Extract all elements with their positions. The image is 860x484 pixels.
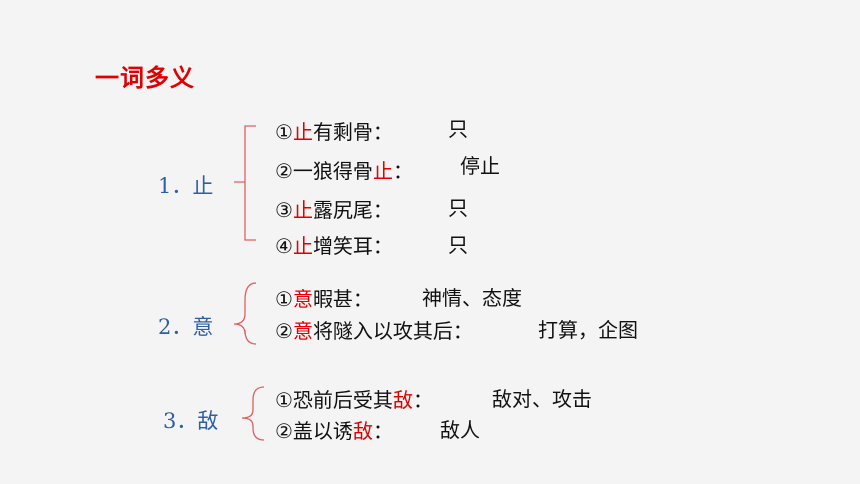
group-1-item-4: ④止增笑耳： xyxy=(275,230,393,259)
item-rest: 有剩骨： xyxy=(312,120,393,144)
group-3-meaning-1: 敌对、攻击 xyxy=(492,387,592,411)
item-rest: 增笑耳： xyxy=(312,234,393,258)
item-keyword: 止 xyxy=(292,120,313,144)
group-1-meaning-3: 只 xyxy=(448,196,468,220)
item-keyword: 意 xyxy=(292,287,313,311)
item-keyword: 止 xyxy=(372,159,393,183)
group-2-item-1: ①意暇甚： xyxy=(275,283,373,312)
item-rest: ： xyxy=(372,419,393,443)
item-keyword: 敌 xyxy=(392,388,413,412)
brace-group-1 xyxy=(234,125,256,241)
group-1-meaning-4: 只 xyxy=(448,233,468,257)
item-prefix: ④ xyxy=(275,234,293,258)
group-1-item-3: ③止露尻尾： xyxy=(275,194,393,223)
item-rest: 露尻尾： xyxy=(312,198,393,222)
group-1-item-2: ②一狼得骨止： xyxy=(275,155,413,184)
group-1-item-1: ①止有剩骨： xyxy=(275,116,393,145)
item-rest: 将隧入以攻其后： xyxy=(312,319,473,343)
item-prefix: ①恐前后受其 xyxy=(275,388,393,412)
item-prefix: ① xyxy=(275,287,293,311)
item-keyword: 意 xyxy=(292,319,313,343)
group-1-number: 1．止 xyxy=(158,174,214,198)
page-title: 一词多义 xyxy=(95,64,195,92)
item-prefix: ②盖以诱 xyxy=(275,419,353,443)
group-3-item-1: ①恐前后受其敌： xyxy=(275,384,433,413)
group-1-meaning-2: 停止 xyxy=(460,154,500,178)
item-prefix: ② xyxy=(275,319,293,343)
group-2-meaning-2: 打算，企图 xyxy=(538,318,638,342)
item-prefix: ③ xyxy=(275,198,293,222)
item-rest: 暇甚： xyxy=(312,287,373,311)
item-keyword: 止 xyxy=(292,234,313,258)
group-2-meaning-1: 神情、态度 xyxy=(422,286,522,310)
item-prefix: ① xyxy=(275,120,293,144)
brace-group-3 xyxy=(241,386,265,441)
item-prefix: ②一狼得骨 xyxy=(275,159,373,183)
item-rest: ： xyxy=(412,388,433,412)
group-3-meaning-2: 敌人 xyxy=(440,418,480,442)
group-2-number: 2．意 xyxy=(158,315,214,339)
item-rest: ： xyxy=(392,159,413,183)
item-keyword: 止 xyxy=(292,198,313,222)
group-3-number: 3．敌 xyxy=(163,409,219,433)
group-2-item-2: ②意将隧入以攻其后： xyxy=(275,315,473,344)
group-1-meaning-1: 只 xyxy=(448,117,468,141)
group-3-item-2: ②盖以诱敌： xyxy=(275,415,393,444)
brace-group-2 xyxy=(233,282,257,345)
item-keyword: 敌 xyxy=(352,419,373,443)
